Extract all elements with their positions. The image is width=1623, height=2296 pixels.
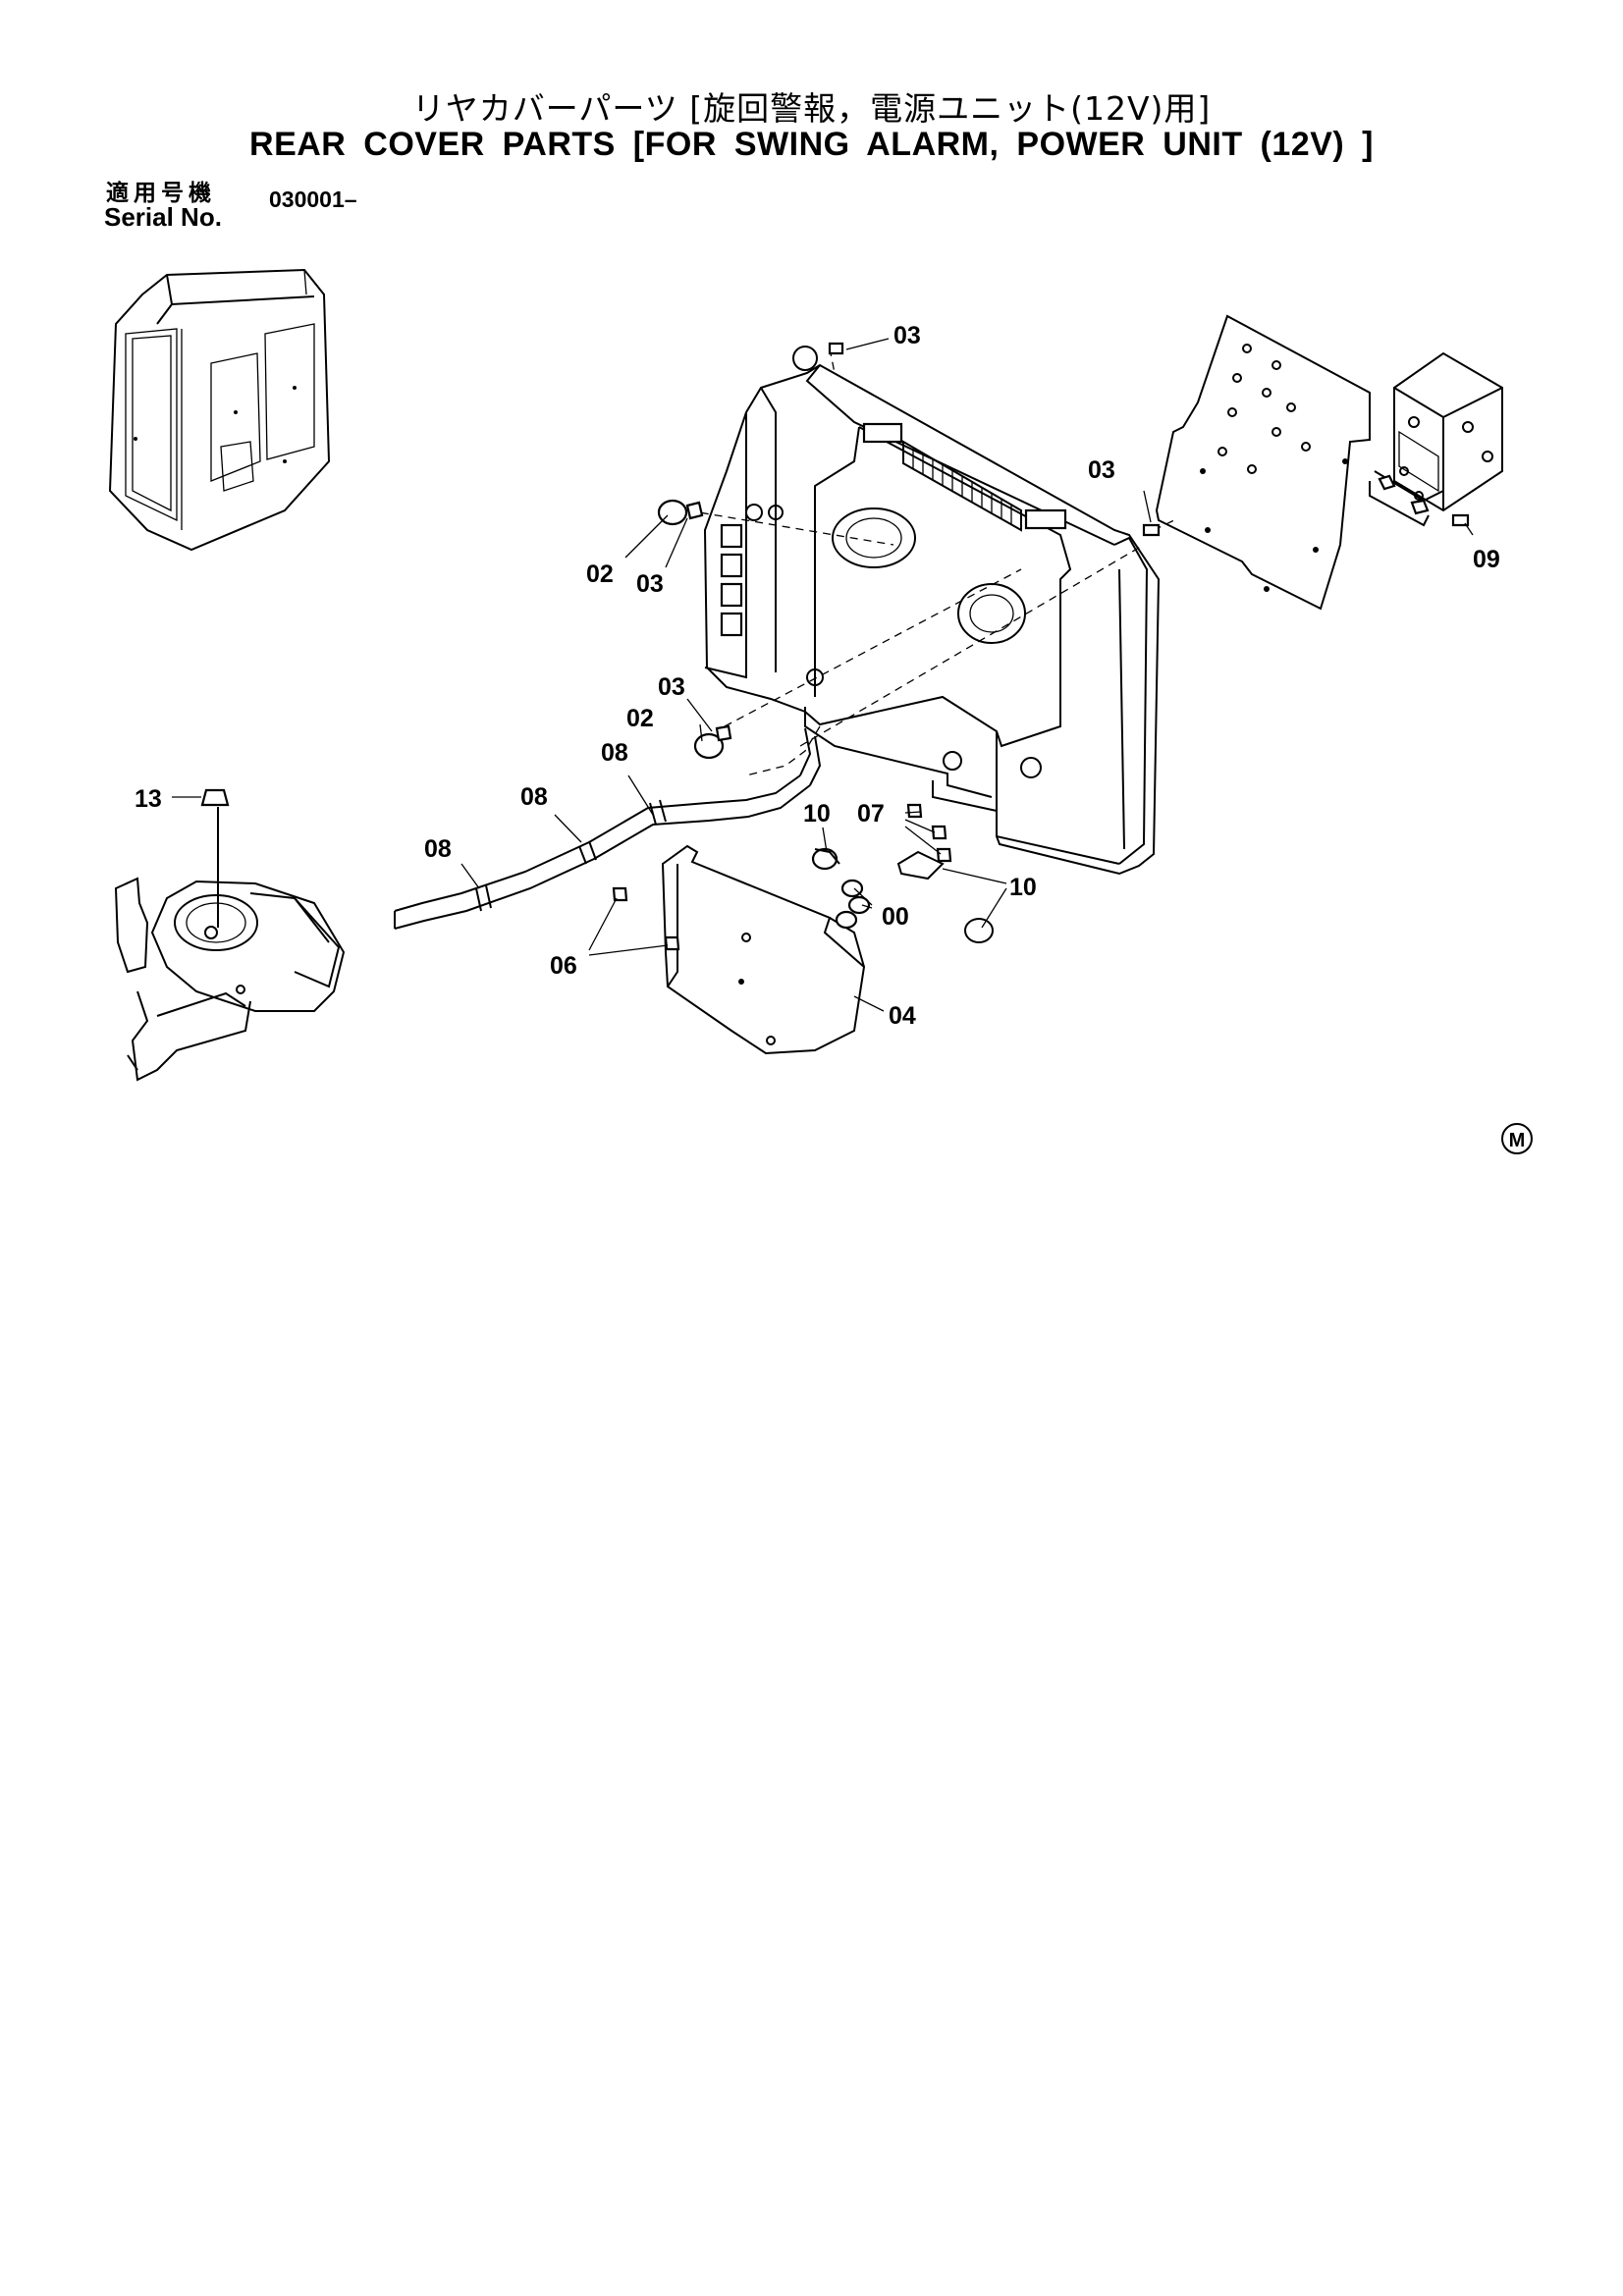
callout-03-top: 03: [893, 322, 921, 349]
bottom-bracket-plate: [661, 844, 866, 1055]
callout-03-right: 03: [1088, 456, 1115, 484]
callout-02-lower: 02: [626, 705, 654, 732]
callout-00: 00: [882, 903, 909, 931]
rear-cover-panel: [703, 346, 1161, 876]
callout-03-left: 03: [636, 570, 664, 598]
callout-09: 09: [1473, 546, 1500, 573]
power-unit-box: [1369, 351, 1503, 527]
serial-number-value: 030001–: [269, 187, 357, 212]
callout-03-mid: 03: [658, 673, 685, 701]
callout-08-c: 08: [424, 835, 452, 863]
callout-06: 06: [550, 952, 577, 980]
cab-location-thumbnail: [108, 268, 331, 552]
mounting-plate: [1155, 314, 1371, 611]
callout-07: 07: [857, 800, 885, 828]
callout-13: 13: [135, 785, 162, 813]
callout-10-left: 10: [803, 800, 831, 828]
page-title-japanese: リヤカバーパーツ [旋回警報，電源ユニット(12V)用]: [411, 89, 1212, 128]
serial-label-english: Serial No.: [104, 202, 222, 232]
swing-alarm-assembly: [114, 788, 346, 1082]
callout-02-upper: 02: [586, 561, 614, 588]
callout-labels: 03 03 09 02 03 03 02 08 08 08 13 10 07 1…: [135, 322, 1500, 1030]
mark-letter: M: [1509, 1130, 1526, 1151]
wire-harness-tube: [394, 727, 822, 930]
callout-leader-lines: [172, 338, 1474, 1012]
assembly-dashed-lines: [686, 347, 1179, 776]
serial-label-japanese: 適用号機: [106, 181, 216, 206]
circled-m-mark: M: [1501, 1123, 1533, 1154]
fasteners: [612, 342, 1470, 951]
callout-08-a: 08: [601, 739, 628, 767]
callout-04: 04: [889, 1002, 916, 1030]
callout-08-b: 08: [520, 783, 548, 811]
page-title-english: REAR COVER PARTS [FOR SWING ALARM, POWER…: [249, 126, 1374, 163]
callout-10-right: 10: [1009, 874, 1037, 901]
